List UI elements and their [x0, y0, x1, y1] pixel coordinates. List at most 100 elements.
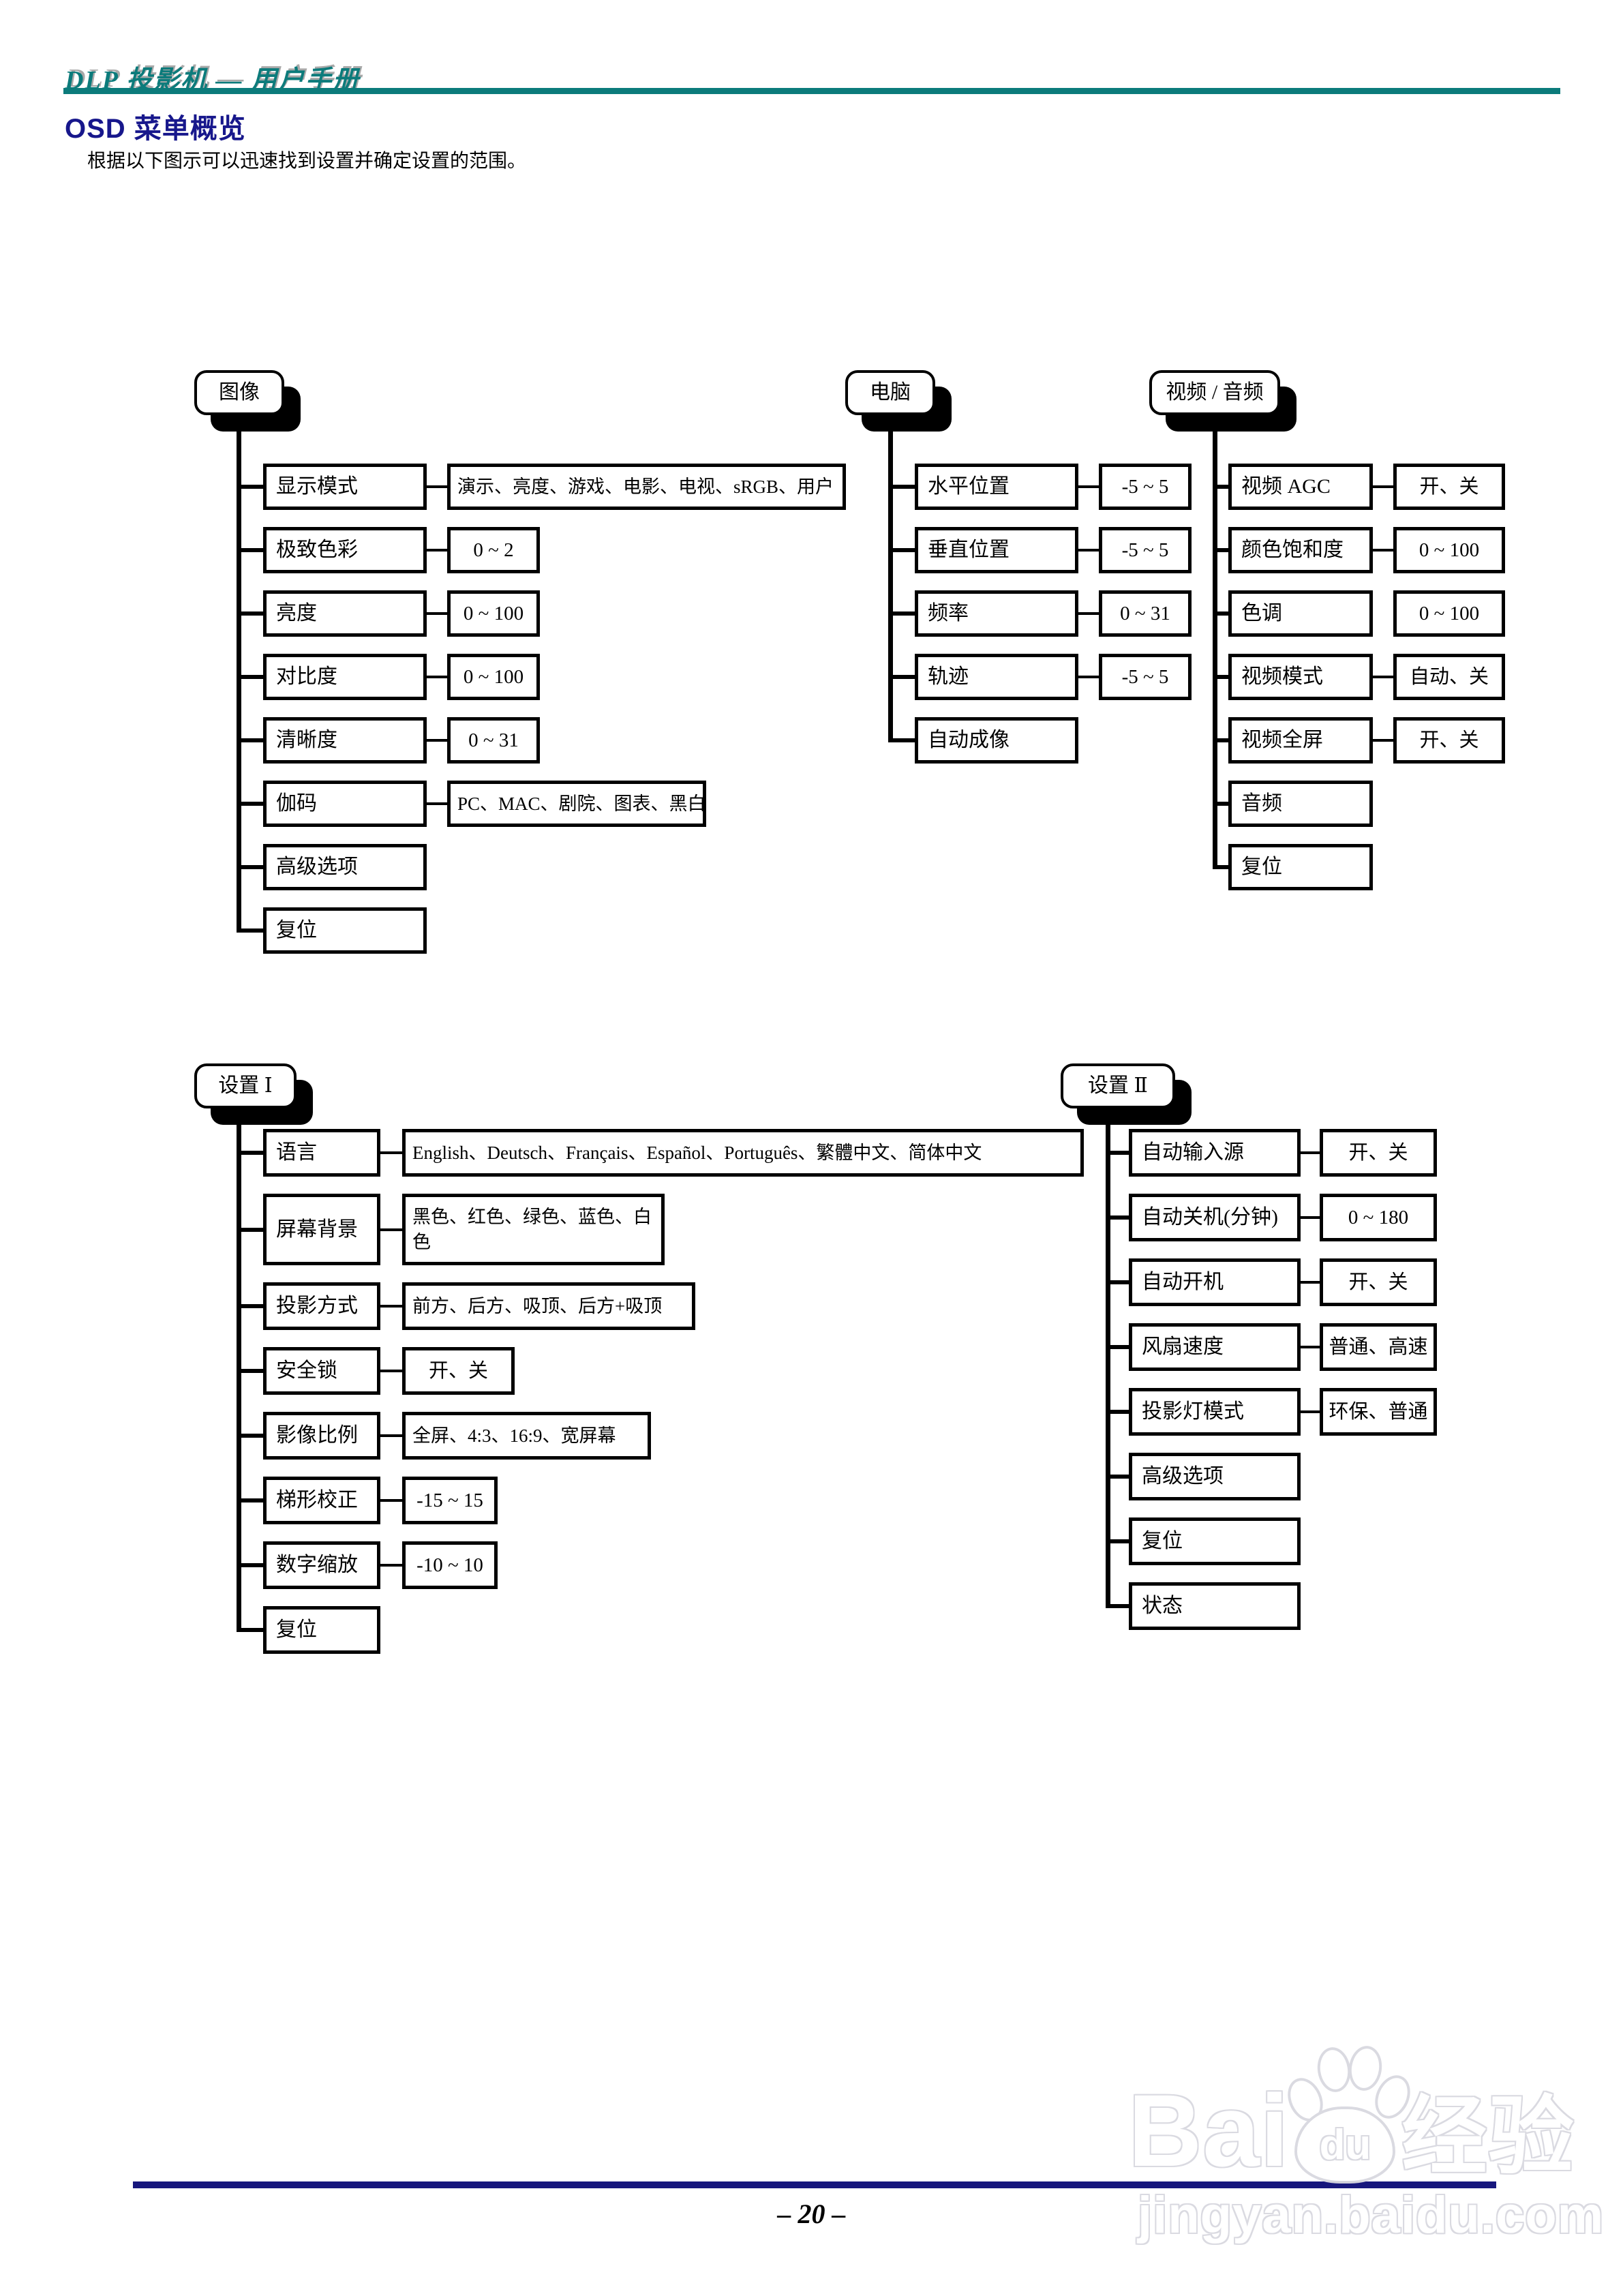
menu-item-box: 复位 [1129, 1517, 1301, 1565]
menu-item-box: 影像比例 [263, 1412, 380, 1460]
menu-value-box: 开、关 [1393, 464, 1505, 510]
menu-item-box: 自动成像 [915, 717, 1078, 764]
value-connector-line [380, 1499, 402, 1502]
value-connector-line [1078, 676, 1099, 678]
baidu-logo-text: Bai [1128, 2073, 1290, 2188]
branch-connector-line [1108, 1539, 1129, 1543]
menu-item-box: 音频 [1228, 781, 1373, 827]
baidu-paw-icon: du [1281, 2042, 1417, 2184]
branch-connector-line [239, 485, 263, 489]
menu-value-box: 普通、高速 [1320, 1323, 1437, 1371]
branch-connector-line [239, 928, 263, 933]
branch-connector-line [239, 1151, 263, 1155]
branch-connector-line [1108, 1215, 1129, 1220]
menu-value-box: -5 ~ 5 [1099, 464, 1192, 510]
menu-value-box: 0 ~ 100 [447, 654, 540, 700]
menu-item-box: 屏幕背景 [263, 1194, 380, 1265]
menu-root-computer: 电脑 [845, 370, 935, 415]
value-connector-line [380, 1564, 402, 1567]
menu-root-video-audio: 视频 / 音频 [1149, 370, 1280, 415]
menu-item-box: 状态 [1129, 1582, 1301, 1630]
menu-value-box: 0 ~ 31 [447, 717, 540, 764]
value-connector-line [427, 802, 447, 805]
menu-value-box: 开、关 [402, 1347, 515, 1395]
trunk-line [888, 415, 893, 742]
menu-value-box: 演示、亮度、游戏、电影、电视、sRGB、用户 [447, 464, 846, 510]
menu-value-box: English、Deutsch、Français、Español、Portugu… [402, 1129, 1084, 1177]
trunk-line [1106, 1108, 1110, 1608]
menu-item-box: 视频 AGC [1228, 464, 1373, 510]
menu-value-box: -15 ~ 15 [402, 1477, 498, 1524]
value-connector-line [1078, 549, 1099, 552]
value-connector-line [1373, 676, 1393, 678]
trunk-line [1213, 415, 1217, 869]
value-connector-line [427, 612, 447, 615]
header-rule [63, 88, 1560, 94]
branch-connector-line [1215, 485, 1228, 489]
branch-connector-line [1215, 548, 1228, 552]
menu-value-box: 全屏、4:3、16:9、宽屏幕 [402, 1412, 651, 1460]
page-title: OSD 菜单概览 [65, 114, 246, 144]
branch-connector-line [1108, 1475, 1129, 1479]
value-connector-line [380, 1151, 402, 1154]
watermark-url: jingyan.baidu.com [1138, 2186, 1605, 2244]
menu-item-box: 颜色饱和度 [1228, 527, 1373, 573]
value-connector-line [427, 739, 447, 742]
branch-connector-line [1108, 1604, 1129, 1608]
menu-value-box: 环保、普通 [1320, 1388, 1437, 1436]
trunk-line [237, 1108, 241, 1632]
menu-item-box: 视频全屏 [1228, 717, 1373, 764]
value-connector-line [380, 1434, 402, 1437]
value-connector-line [427, 485, 447, 488]
menu-item-box: 梯形校正 [263, 1477, 380, 1524]
menu-value-box: 开、关 [1393, 717, 1505, 764]
value-connector-line [380, 1305, 402, 1308]
intro-text: 根据以下图示可以迅速找到设置并确定设置的范围。 [87, 150, 527, 171]
branch-connector-line [1108, 1151, 1129, 1155]
menu-item-box: 自动输入源 [1129, 1129, 1301, 1177]
menu-root-setup-2: 设置 Ⅱ [1061, 1063, 1175, 1108]
menu-item-box: 极致色彩 [263, 527, 427, 573]
menu-item-box: 水平位置 [915, 464, 1078, 510]
menu-value-box: 0 ~ 100 [1393, 590, 1505, 637]
value-connector-line [427, 676, 447, 678]
value-connector-line [1373, 549, 1393, 552]
paw-pad-icon: du [1294, 2106, 1396, 2184]
menu-value-box: 开、关 [1320, 1258, 1437, 1306]
menu-item-box: 复位 [263, 907, 427, 954]
branch-connector-line [239, 675, 263, 679]
menu-root-image: 图像 [194, 370, 284, 415]
value-connector-line [1301, 1346, 1320, 1348]
menu-value-box: -10 ~ 10 [402, 1541, 498, 1589]
menu-item-box: 自动关机(分钟) [1129, 1194, 1301, 1241]
menu-value-box: 开、关 [1320, 1129, 1437, 1177]
branch-connector-line [1215, 865, 1228, 869]
menu-item-box: 投影方式 [263, 1282, 380, 1330]
branch-connector-line [1108, 1280, 1129, 1284]
branch-connector-line [239, 1369, 263, 1373]
menu-value-box: 0 ~ 31 [1099, 590, 1192, 637]
branch-connector-line [1108, 1345, 1129, 1349]
menu-value-box: 0 ~ 100 [447, 590, 540, 637]
menu-item-box: 数字缩放 [263, 1541, 380, 1589]
menu-value-box: -5 ~ 5 [1099, 527, 1192, 573]
branch-connector-line [239, 1498, 263, 1502]
branch-connector-line [239, 738, 263, 742]
branch-connector-line [890, 548, 915, 552]
value-connector-line [1301, 1410, 1320, 1413]
menu-item-box: 高级选项 [263, 844, 427, 890]
menu-item-box: 自动开机 [1129, 1258, 1301, 1306]
branch-connector-line [890, 485, 915, 489]
menu-item-box: 色调 [1228, 590, 1373, 637]
menu-item-box: 高级选项 [1129, 1453, 1301, 1500]
branch-connector-line [239, 1304, 263, 1308]
menu-value-box: 0 ~ 2 [447, 527, 540, 573]
menu-value-box: 黑色、红色、绿色、蓝色、白色 [402, 1194, 665, 1265]
baidu-logo-du-text: du [1319, 2121, 1371, 2169]
menu-item-box: 伽码 [263, 781, 427, 827]
menu-item-box: 垂直位置 [915, 527, 1078, 573]
menu-value-box: 0 ~ 180 [1320, 1194, 1437, 1241]
menu-item-box: 清晰度 [263, 717, 427, 764]
menu-value-box: 自动、关 [1393, 654, 1505, 700]
